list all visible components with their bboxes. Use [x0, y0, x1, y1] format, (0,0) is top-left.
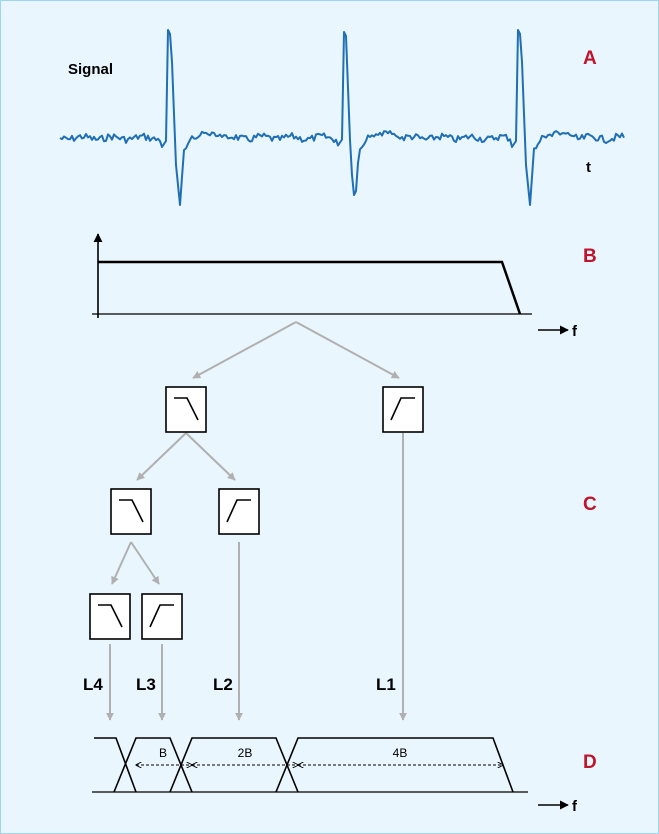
filter-level2-highpass: [218, 488, 260, 535]
section-c-label: C: [583, 494, 597, 515]
section-b-label: B: [583, 246, 597, 267]
freq-axis-d-label: f: [572, 798, 578, 815]
filter-level2-lowpass: [110, 488, 152, 535]
filter-level3-highpass: [141, 593, 183, 640]
band-b-label: B: [159, 746, 167, 760]
filter-level3-lowpass: [89, 593, 131, 640]
tree-arrows: [106, 321, 407, 721]
band-l4: [94, 737, 137, 793]
band-2b-label: 2B: [238, 746, 253, 760]
band-4b-label: 4B: [393, 746, 408, 760]
freq-axis-b-label: f: [572, 323, 578, 340]
signal-waveform: [59, 29, 625, 206]
full-band-spectrum: [98, 260, 522, 315]
filter-level1-lowpass: [165, 386, 207, 433]
spectrum-d: [92, 737, 528, 793]
level-l1-label: L1: [376, 675, 396, 694]
level-l2-label: L2: [213, 675, 233, 694]
filter-level1-highpass: [382, 386, 424, 433]
signal-label: Signal: [68, 61, 113, 78]
section-d-label: D: [583, 752, 597, 773]
level-l4-label: L4: [83, 675, 103, 694]
spectrum-b: [92, 233, 532, 318]
level-l3-label: L3: [136, 675, 156, 694]
time-axis-label: t: [586, 159, 591, 176]
section-a-label: A: [583, 48, 597, 69]
